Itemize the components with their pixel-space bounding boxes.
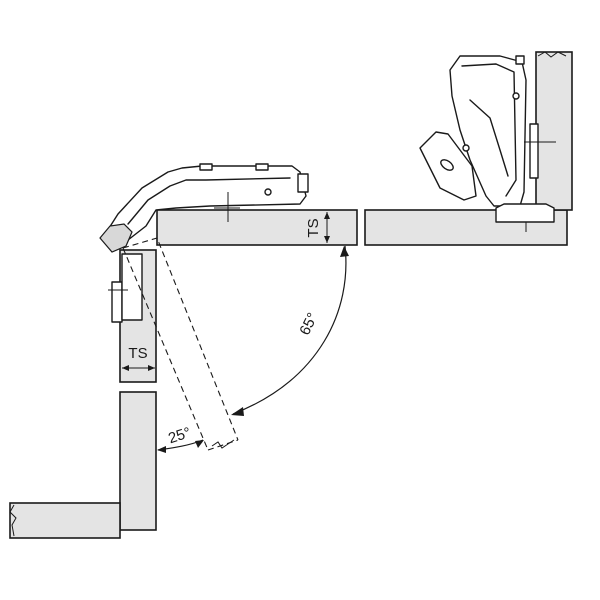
right-hinge-tab [515, 55, 525, 65]
left-side-panel-lower [119, 391, 157, 531]
left-hinge-arm [103, 165, 307, 249]
dashed-door-end [207, 439, 239, 451]
right-hinge-cup-plate [529, 123, 539, 179]
ts-vertical-arrow-bottom [324, 236, 330, 243]
left-hinge-tab [199, 163, 213, 171]
left-top-panel [156, 209, 358, 246]
left-cup-housing [121, 253, 143, 321]
angle-25-label: 25° [166, 424, 193, 447]
angle-65-arc [232, 245, 347, 415]
right-hinge-slot [440, 159, 454, 171]
left-hinge-knuckle [99, 223, 133, 253]
ts-horizontal-label: TS [128, 345, 147, 362]
right-hinge-pivot2 [512, 92, 520, 100]
left-mount-plate [111, 281, 123, 323]
angle-25-arrow-right [195, 440, 204, 448]
ts-horizontal-arrow-left [122, 365, 129, 371]
break-mark-right [537, 51, 567, 58]
dashed-door-break [211, 439, 235, 449]
break-mark-left [9, 504, 17, 537]
ts-horizontal-arrow-right [148, 365, 155, 371]
angle-25-arrow-left [157, 446, 166, 453]
right-side-panel [535, 51, 573, 211]
bottom-left-panel [9, 502, 121, 539]
angle-65-arrow-top [340, 246, 349, 257]
right-hinge-inner [461, 63, 517, 197]
left-hinge-arm-inner [127, 177, 291, 225]
right-hinge-pivot [462, 144, 470, 152]
ts-vertical-label: TS [305, 218, 322, 237]
left-hinge-tab2 [255, 163, 269, 171]
angle-65-arrow-bottom [231, 407, 244, 416]
angle-65-label: 65° [296, 310, 321, 338]
dashed-door-outline [122, 237, 239, 451]
ts-vertical-arrow-top [324, 212, 330, 219]
right-hinge-cup [495, 203, 555, 223]
left-hinge-screw [297, 173, 309, 193]
right-hinge-contour [469, 99, 509, 177]
left-hinge-pivot [264, 188, 272, 196]
